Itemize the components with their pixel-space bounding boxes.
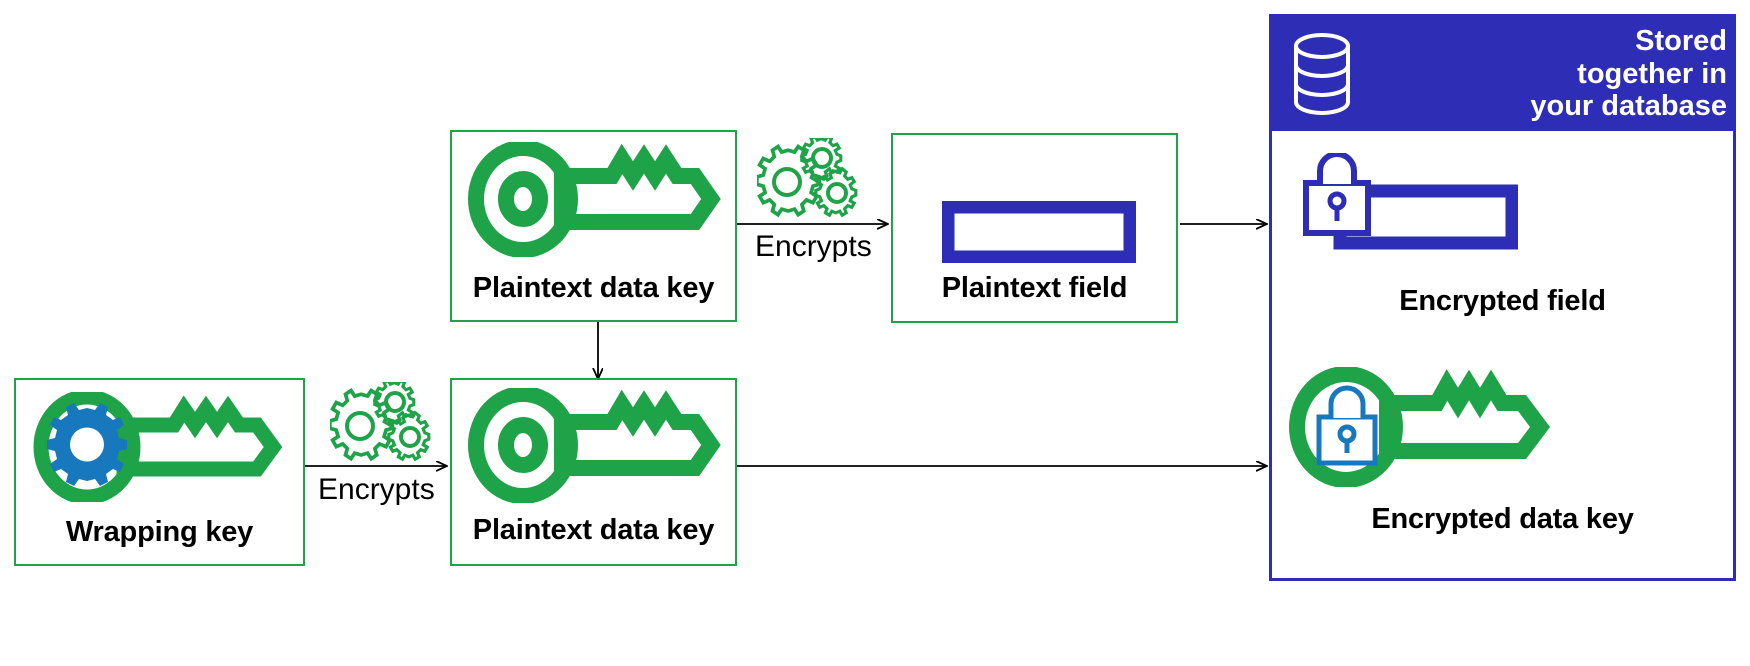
- database-band-label: Stored together in your database: [1530, 25, 1727, 123]
- connector-label-encrypts-top: Encrypts: [755, 230, 872, 263]
- gears-icon: [757, 138, 869, 228]
- node-label-encrypted-field: Encrypted field: [1399, 285, 1606, 317]
- node-label-encrypted-data-key: Encrypted data key: [1371, 503, 1634, 535]
- node-label-wrapping-key: Wrapping key: [65, 516, 254, 548]
- node-encrypted-field[interactable]: Encrypted field: [1272, 131, 1733, 337]
- key-icon: [466, 142, 726, 257]
- node-wrapping-key[interactable]: Wrapping key: [14, 378, 305, 566]
- gears-icon: [330, 382, 442, 472]
- node-label-plaintext-data-key-bottom: Plaintext data key: [472, 514, 715, 546]
- database-cylinder-icon: [1290, 31, 1354, 117]
- node-plaintext-field[interactable]: Plaintext field: [891, 133, 1178, 323]
- key-with-gear-icon: [32, 392, 290, 502]
- group-stored-in-database[interactable]: Stored together in your database Encryp: [1269, 14, 1736, 581]
- node-plaintext-data-key-bottom[interactable]: Plaintext data key: [450, 378, 737, 566]
- field-rectangle-icon: [942, 201, 1136, 263]
- connector-label-encrypts-bottom: Encrypts: [318, 473, 435, 506]
- node-plaintext-data-key-top[interactable]: Plaintext data key: [450, 130, 737, 322]
- key-with-lock-icon: [1286, 367, 1576, 487]
- node-encrypted-data-key[interactable]: Encrypted data key: [1272, 347, 1733, 577]
- locked-field-icon: [1298, 153, 1518, 271]
- database-header-band: Stored together in your database: [1272, 17, 1733, 131]
- node-label-plaintext-field: Plaintext field: [941, 272, 1128, 304]
- key-icon: [466, 388, 726, 503]
- node-label-plaintext-data-key-top: Plaintext data key: [472, 272, 715, 304]
